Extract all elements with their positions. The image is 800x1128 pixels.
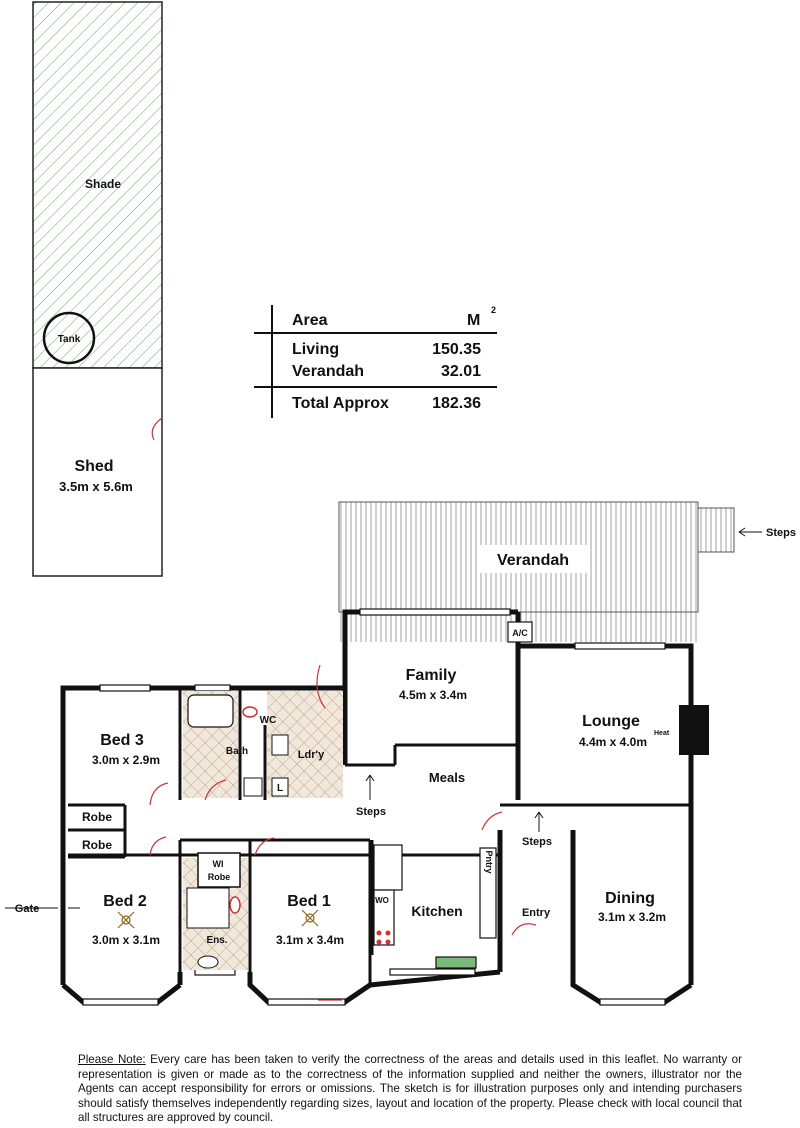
bed2-name: Bed 2 [103, 893, 147, 910]
shower [243, 777, 263, 797]
wo-label: WO [375, 896, 389, 905]
ac-label: A/C [512, 628, 528, 638]
area-table: Area M 2 Living 150.35 Verandah 32.01 To… [254, 305, 497, 418]
shed: Shed 3.5m x 5.6m [32, 367, 163, 577]
toilet-wc [242, 706, 258, 718]
shed-size: 3.5m x 5.6m [59, 479, 133, 494]
ens-label: Ens. [206, 935, 227, 946]
area-row-verandah-value: 32.01 [441, 363, 481, 380]
area-header-unit-sup: 2 [491, 305, 496, 315]
bed2-size: 3.0m x 3.1m [92, 933, 160, 947]
wc-label: WC [260, 715, 277, 726]
dining-size: 3.1m x 3.2m [598, 910, 666, 924]
ens-shower [186, 887, 230, 929]
bed3-name: Bed 3 [100, 732, 144, 749]
steps-meals-label: Steps [356, 806, 386, 818]
verandah: Verandah Steps [338, 501, 796, 642]
bath-label: Bath [226, 746, 248, 757]
shade-label: Shade [85, 177, 121, 191]
kitchen-fittings [373, 844, 497, 969]
tank-label: Tank [58, 334, 81, 345]
bed3-size: 3.0m x 2.9m [92, 753, 160, 767]
area-row-verandah-label: Verandah [292, 363, 364, 380]
lounge-name: Lounge [582, 713, 640, 730]
meals-label: Meals [429, 770, 465, 785]
lounge-size: 4.4m x 4.0m [579, 735, 647, 749]
verandah-steps [697, 507, 735, 553]
dining-name: Dining [605, 890, 655, 907]
area-header-label: Area [292, 312, 328, 329]
wet-areas [183, 691, 343, 970]
area-row-living-label: Living [292, 341, 339, 358]
area-header-unit: M [467, 312, 480, 329]
area-total-value: 182.36 [432, 395, 481, 412]
family-name: Family [406, 667, 457, 684]
ceiling-fans [117, 909, 319, 929]
l-cupboard-label: L [277, 783, 283, 794]
robe-wi [197, 852, 241, 888]
room-labels: Family 4.5m x 3.4m Lounge Heat 4.4m x 4.… [15, 667, 670, 947]
wi-robe-label-1: WI [213, 859, 224, 869]
windows [82, 608, 666, 1006]
basin-ens [197, 955, 219, 969]
laundry-label: Ldr'y [298, 749, 325, 761]
heat-label: Heat [654, 730, 670, 737]
interior-walls [68, 688, 691, 985]
door-swings [149, 664, 537, 1001]
disclaimer-label: Please Note: [78, 1053, 146, 1066]
pantry-label: Pntry [484, 850, 494, 873]
kitchen-label: Kitchen [411, 903, 462, 919]
area-row-living-value: 150.35 [432, 341, 481, 358]
shed-name: Shed [74, 458, 113, 475]
shade-area: Shade Tank [32, 1, 163, 369]
bathtub [187, 694, 234, 728]
robe1-label: Robe [82, 810, 112, 824]
disclaimer: Please Note: Every care has been taken t… [78, 1053, 742, 1126]
toilet-ens [229, 896, 241, 914]
disclaimer-text: Every care has been taken to verify the … [78, 1053, 742, 1125]
l-cupboard [271, 777, 289, 797]
wi-robe-label-2: Robe [208, 872, 231, 882]
heater [679, 705, 709, 755]
verandah-label: Verandah [497, 552, 569, 569]
area-total-label: Total Approx [292, 395, 389, 412]
bed1-size: 3.1m x 3.4m [276, 933, 344, 947]
steps-arrows [5, 774, 544, 909]
ac-unit: A/C [507, 621, 533, 643]
gate-label: Gate [15, 903, 39, 915]
steps-right-label: Steps [766, 527, 796, 539]
laundry-tub [271, 734, 289, 756]
bed1-name: Bed 1 [287, 893, 331, 910]
tank [42, 311, 96, 365]
entry-label: Entry [522, 907, 551, 919]
family-size: 4.5m x 3.4m [399, 688, 467, 702]
steps-entry-label: Steps [522, 836, 552, 848]
robe2-label: Robe [82, 838, 112, 852]
